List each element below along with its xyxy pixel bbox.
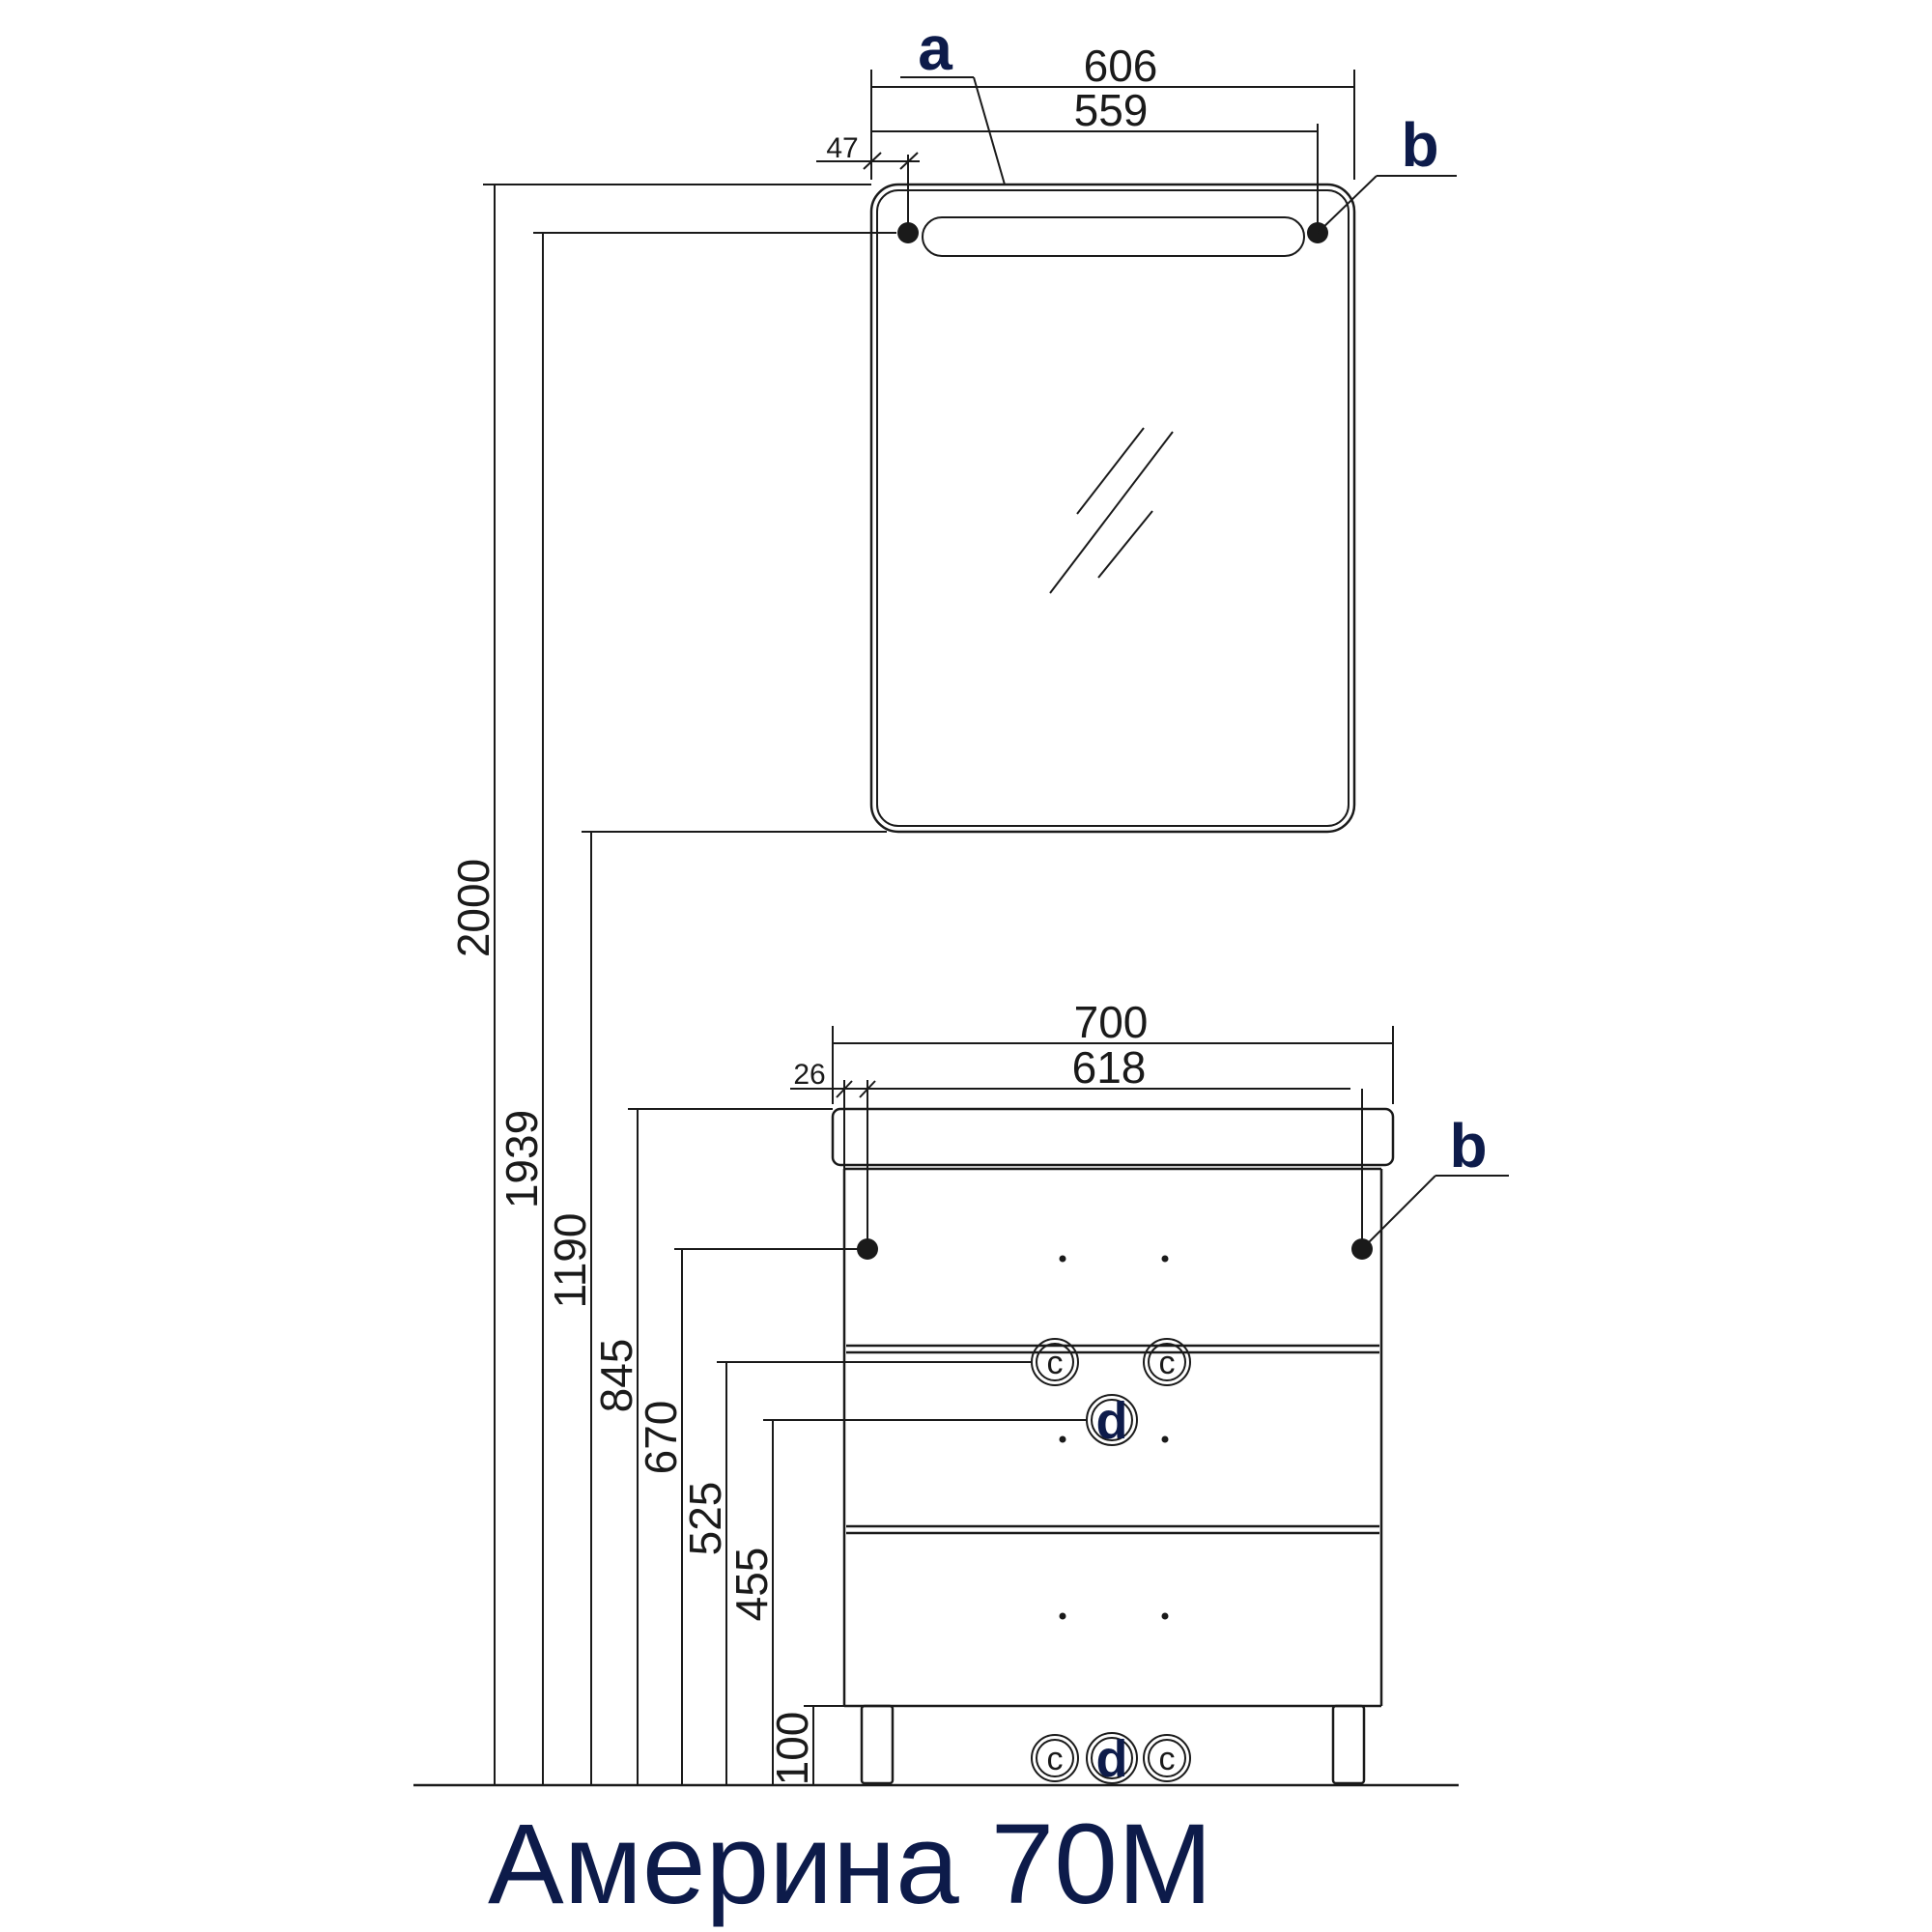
callout-b-mirror-label: b — [1401, 110, 1438, 180]
marker-c-low-right: c — [1143, 1734, 1191, 1782]
svg-text:c: c — [1047, 1345, 1064, 1381]
mirror-light-bar — [922, 216, 1305, 257]
marker-c-mid-left: c — [1031, 1338, 1079, 1386]
mirror-inner-frame — [876, 189, 1350, 827]
marker-d-low: d — [1086, 1730, 1138, 1788]
dim-mirror-bottom-height: 1190 — [545, 1213, 595, 1309]
cabinet-leg-right — [1331, 1704, 1366, 1785]
svg-text:c: c — [1047, 1741, 1064, 1777]
drawer-handle-dot — [1059, 1255, 1066, 1263]
callout-b-cabinet-leader — [1361, 1175, 1436, 1250]
dim-cabinet-hole-offset: 26 — [793, 1059, 825, 1091]
mirror-glare-line — [1097, 510, 1153, 579]
mirror-mount-hole-left — [897, 222, 919, 243]
dim-top-height: 845 — [591, 1339, 641, 1413]
mirror-glare-line — [1076, 427, 1145, 515]
dim-mirror-width: 606 — [1084, 41, 1158, 91]
callout-a-label: a — [918, 14, 952, 83]
drawer-handle-dot — [1161, 1435, 1169, 1443]
cabinet-mount-hole-left — [857, 1238, 878, 1260]
marker-c-low-left: c — [1031, 1734, 1079, 1782]
marker-c-mid-right: c — [1143, 1338, 1191, 1386]
dim-mirror-hole-offset: 47 — [826, 132, 858, 164]
marker-d-mid: d — [1086, 1392, 1138, 1450]
dim-mirror-top-height: 1939 — [497, 1110, 547, 1208]
callout-b-mirror-leader — [1317, 175, 1378, 234]
drawer-handle-dot — [1161, 1255, 1169, 1263]
dim-cabinet-width: 700 — [1074, 997, 1149, 1047]
mirror — [869, 183, 1356, 834]
dim-total-height: 2000 — [448, 859, 498, 957]
dim-cabinet-mount-height: 670 — [636, 1401, 686, 1475]
dim-tick — [863, 152, 882, 170]
product-title: Америна 70М — [488, 1801, 1212, 1928]
svg-text:d: d — [1096, 1392, 1128, 1450]
vanity-cabinet — [831, 1107, 1395, 1785]
dim-water-supply-height: 525 — [680, 1482, 730, 1556]
mirror-glare-line — [1049, 431, 1174, 594]
dim-cabinet-hole-spacing: 618 — [1072, 1042, 1147, 1093]
dim-leg-height: 100 — [767, 1712, 817, 1786]
dim-mirror-hole-spacing: 559 — [1074, 85, 1149, 135]
dim-drain-height: 455 — [726, 1548, 777, 1622]
svg-text:d: d — [1096, 1730, 1128, 1788]
svg-text:c: c — [1159, 1345, 1176, 1381]
dim-tick — [836, 1080, 853, 1098]
callout-b-cabinet-label: b — [1449, 1111, 1487, 1180]
mirror-outer-frame — [869, 183, 1356, 834]
cabinet-leg-left — [860, 1704, 895, 1785]
drawer-handle-dot — [1059, 1612, 1066, 1620]
callout-a-leader — [973, 76, 1006, 185]
dim-tick — [899, 152, 919, 170]
dim-tick — [859, 1080, 876, 1098]
drawer-handle-dot — [1059, 1435, 1066, 1443]
countertop — [831, 1107, 1395, 1167]
svg-text:c: c — [1159, 1741, 1176, 1777]
drawer-handle-dot — [1161, 1612, 1169, 1620]
